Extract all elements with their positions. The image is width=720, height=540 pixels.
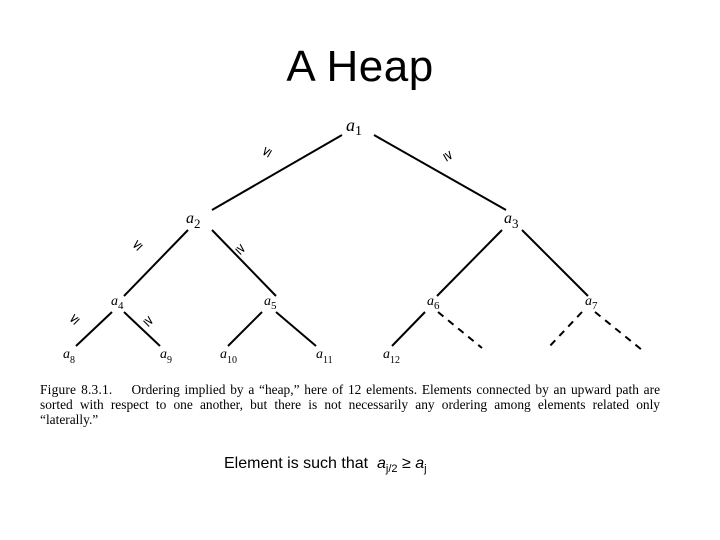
edge-a5-a10: [227, 311, 263, 347]
edge-a5-a11: [275, 311, 317, 347]
edge-a2-a4: [123, 229, 189, 297]
heap-property-statement: Element is such that aj/2 ≥ aj: [224, 455, 427, 475]
node-a6: a6: [427, 294, 440, 312]
le-symbol-a1-a2: ≤: [258, 144, 276, 161]
edge-a3-a6: [436, 229, 503, 297]
heap-property-prefix: Element is such that: [224, 455, 369, 472]
node-a5: a5: [264, 294, 277, 312]
node-a12: a12: [383, 347, 400, 366]
page-title: A Heap: [286, 42, 434, 91]
edge-a3-a7: [521, 229, 589, 297]
node-a1: a1: [346, 115, 362, 139]
figure-caption-text: Ordering implied by a “heap,” here of 12…: [40, 382, 661, 427]
edge-a1-a2: [211, 134, 343, 211]
node-a10: a10: [220, 347, 237, 366]
node-a8: a8: [63, 347, 75, 366]
ge-symbol-a2-a5: ≥: [231, 240, 249, 258]
edge-a6-a12: [391, 311, 426, 347]
node-a7: a7: [585, 294, 598, 312]
edge-a4-a9: [123, 311, 161, 347]
figure-label: Figure 8.3.1.: [40, 382, 113, 397]
edge-a4-a8: [75, 311, 113, 347]
node-a2: a2: [186, 210, 201, 231]
heap-property-rhs: aj: [415, 455, 427, 476]
le-symbol-a4-a8: ≤: [65, 310, 83, 328]
edge-a6-dashed: [437, 311, 483, 349]
node-a11: a11: [316, 347, 333, 366]
figure-caption: Figure 8.3.1. Ordering implied by a “hea…: [40, 382, 660, 427]
node-a9: a9: [160, 347, 172, 366]
edge-a7-dashed-left: [547, 311, 583, 349]
edge-a1-a3: [373, 134, 507, 211]
edge-a2-a5: [211, 229, 277, 297]
edge-a7-dashed-right: [594, 311, 643, 351]
node-a3: a3: [504, 210, 519, 231]
node-a4: a4: [111, 294, 124, 312]
heap-tree-diagram: a1 a2 a3 a4 a5 a6 a7 a8 a9 a10 a11 a12 ≤…: [63, 115, 643, 366]
le-symbol-a2-a4: ≤: [128, 236, 146, 254]
heap-property-lhs: aj/2: [376, 455, 398, 476]
heap-property-operator: ≥: [401, 455, 411, 472]
ge-symbol-a1-a3: ≥: [439, 148, 457, 165]
